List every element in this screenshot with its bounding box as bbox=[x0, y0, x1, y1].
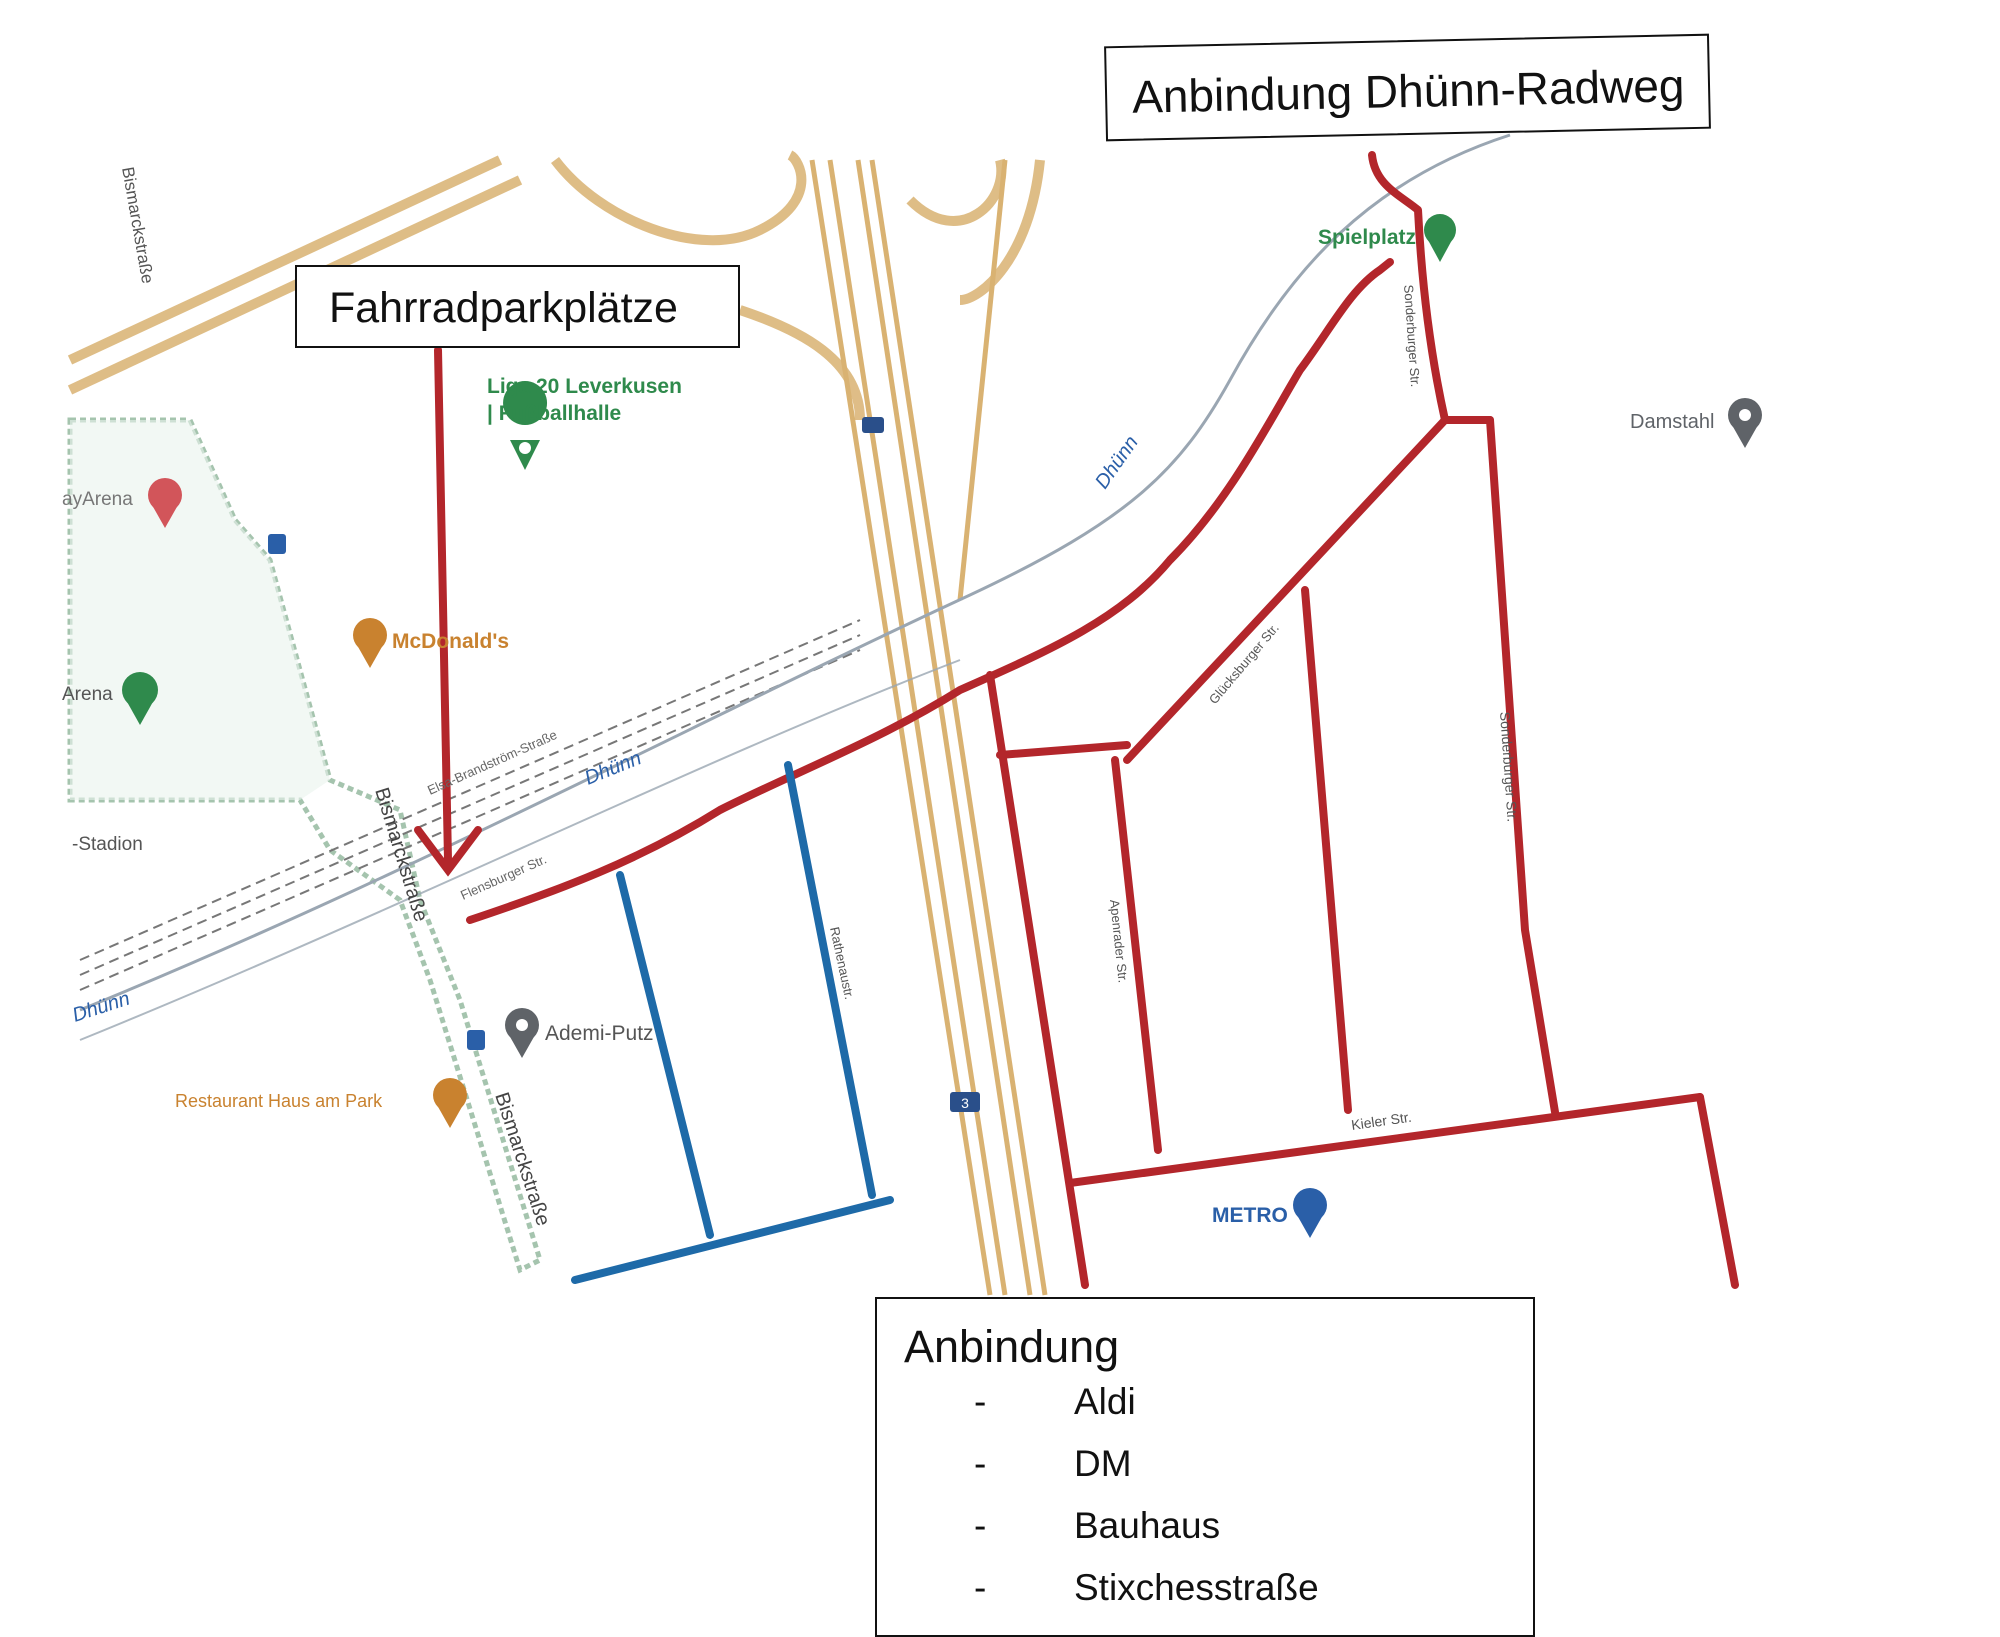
red-route-gluecksburger bbox=[1123, 416, 1449, 764]
motorway-shield-icon bbox=[862, 417, 884, 433]
callout-dhuenn-radweg: Anbindung Dhünn-Radweg bbox=[1104, 33, 1711, 142]
sonderburger-street-label: Sonderburger Str. bbox=[1497, 711, 1521, 822]
liga-label-line2: | Fußballhalle bbox=[487, 402, 621, 425]
red-route-sonderburger-north bbox=[1368, 151, 1449, 424]
blue-route-south bbox=[571, 1196, 894, 1284]
bullet-dash: - bbox=[974, 1381, 987, 1422]
bus-stop-icon bbox=[467, 1030, 485, 1050]
callout-anbindung-title: Anbindung bbox=[904, 1321, 1120, 1372]
map-pin-icon bbox=[505, 1008, 539, 1058]
list-item: -Stixchesstraße bbox=[974, 1567, 1319, 1608]
red-route-network bbox=[466, 151, 1739, 1289]
bullet-dash: - bbox=[974, 1443, 987, 1484]
dhuenn-river-lower bbox=[79, 659, 961, 1041]
callout-fahrradparkplaetze-text: Fahrradparkplätze bbox=[329, 284, 678, 332]
map-pin-icon bbox=[1293, 1188, 1327, 1238]
spielplatz-label: Spielplatz bbox=[1318, 226, 1416, 249]
damstahl-label: Damstahl bbox=[1630, 411, 1714, 433]
bullet-dash: - bbox=[974, 1505, 987, 1546]
ademi-label: Ademi-Putz bbox=[545, 1022, 654, 1045]
red-route-short-connector bbox=[996, 741, 1131, 759]
railway-lines bbox=[79, 619, 861, 991]
anbindung-list: -Aldi -DM -Bauhaus -Stixchesstraße bbox=[904, 1381, 1533, 1629]
callout-dhuenn-radweg-text: Anbindung Dhünn-Radweg bbox=[1131, 59, 1685, 123]
map-pin-icon bbox=[433, 1078, 467, 1128]
dhuenn-river bbox=[79, 133, 1511, 1012]
map-pin-icon bbox=[503, 381, 548, 470]
blue-route-network bbox=[571, 761, 894, 1284]
blue-route-rathenau bbox=[784, 761, 876, 1199]
arena-label: Arena bbox=[62, 684, 113, 705]
list-item: -DM bbox=[974, 1443, 1132, 1484]
bullet-dash: - bbox=[974, 1567, 987, 1608]
list-item: -Aldi bbox=[974, 1381, 1136, 1422]
blue-route-west bbox=[616, 871, 714, 1239]
liga-label-line1: Liga 20 Leverkusen bbox=[487, 375, 682, 398]
red-route-east-end bbox=[1696, 1093, 1739, 1289]
motorway-a3-label: 3 bbox=[961, 1095, 969, 1111]
restaurant-label: Restaurant Haus am Park bbox=[175, 1091, 383, 1111]
map-pin-icon bbox=[1424, 214, 1456, 262]
callout-fahrradparkplaetze: Fahrradparkplätze bbox=[295, 265, 740, 348]
map-pin-icon bbox=[148, 478, 182, 528]
red-route-apenrader bbox=[1111, 756, 1162, 1154]
list-item: -Bauhaus bbox=[974, 1505, 1221, 1546]
map-pin-icon bbox=[122, 672, 158, 725]
stadion-label: -Stadion bbox=[72, 834, 143, 855]
red-route-sonderburger bbox=[1486, 416, 1559, 1116]
bus-stop-icon bbox=[268, 534, 286, 554]
map-pin-icon bbox=[353, 618, 387, 668]
sonderburger-street-label: Sonderburger Str. bbox=[1401, 284, 1423, 387]
callout-anbindung: Anbindung -Aldi -DM -Bauhaus -Stixchesst… bbox=[875, 1297, 1535, 1637]
map-background bbox=[65, 155, 1790, 1335]
red-route-dhuenn bbox=[466, 258, 1394, 924]
map-pin-icon bbox=[1728, 398, 1762, 448]
mcdonalds-label: McDonald's bbox=[392, 630, 509, 653]
metro-label: METRO bbox=[1212, 1204, 1288, 1227]
red-route-dueppeler bbox=[1301, 586, 1352, 1114]
arrow-down-icon bbox=[414, 346, 482, 877]
motorway-shield-icon bbox=[950, 1092, 980, 1112]
park-area-outline bbox=[67, 417, 544, 1274]
arena-top-label: ayArena bbox=[62, 489, 133, 510]
red-route-kieler bbox=[1066, 1093, 1704, 1187]
